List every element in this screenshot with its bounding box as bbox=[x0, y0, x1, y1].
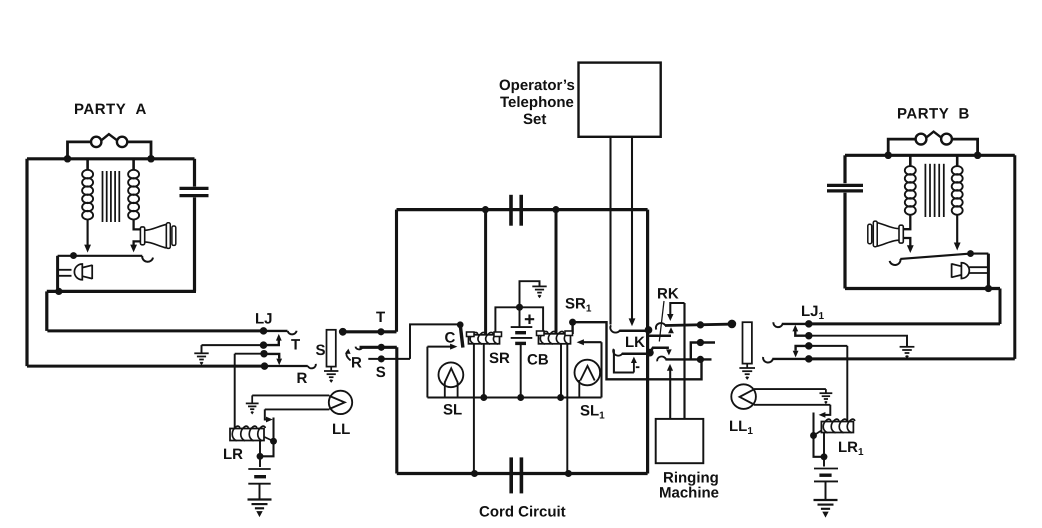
svg-text:Set: Set bbox=[523, 111, 546, 128]
svg-text:SL: SL bbox=[443, 402, 462, 419]
svg-text:RK: RK bbox=[657, 286, 679, 303]
svg-text:LL1: LL1 bbox=[729, 418, 753, 437]
svg-text:S: S bbox=[376, 364, 386, 381]
svg-text:LK: LK bbox=[625, 334, 645, 351]
svg-text:SR: SR bbox=[489, 350, 510, 367]
svg-text:Cord Circuit: Cord Circuit bbox=[479, 504, 566, 521]
svg-text:R: R bbox=[297, 370, 308, 387]
svg-text:Ringing: Ringing bbox=[663, 470, 719, 487]
svg-text:T: T bbox=[291, 337, 300, 354]
svg-text:R: R bbox=[351, 355, 362, 372]
svg-text:LL: LL bbox=[332, 421, 350, 438]
svg-text:C: C bbox=[445, 330, 456, 347]
svg-text:S: S bbox=[316, 342, 326, 359]
svg-text:PARTY A: PARTY A bbox=[74, 101, 147, 118]
svg-text:LJ1: LJ1 bbox=[801, 303, 825, 322]
svg-text:Telephone: Telephone bbox=[500, 94, 574, 111]
svg-text:LR1: LR1 bbox=[838, 439, 864, 458]
svg-text:LR: LR bbox=[223, 446, 243, 463]
svg-text:T: T bbox=[376, 309, 385, 326]
svg-text:SR1: SR1 bbox=[565, 296, 592, 315]
svg-text:Machine: Machine bbox=[659, 485, 719, 502]
svg-text:CB: CB bbox=[527, 352, 549, 369]
svg-text:PARTY B: PARTY B bbox=[897, 106, 970, 123]
svg-text:LJ: LJ bbox=[255, 311, 273, 328]
svg-text:Operator’s: Operator’s bbox=[499, 77, 575, 94]
svg-text:SL1: SL1 bbox=[580, 403, 605, 422]
